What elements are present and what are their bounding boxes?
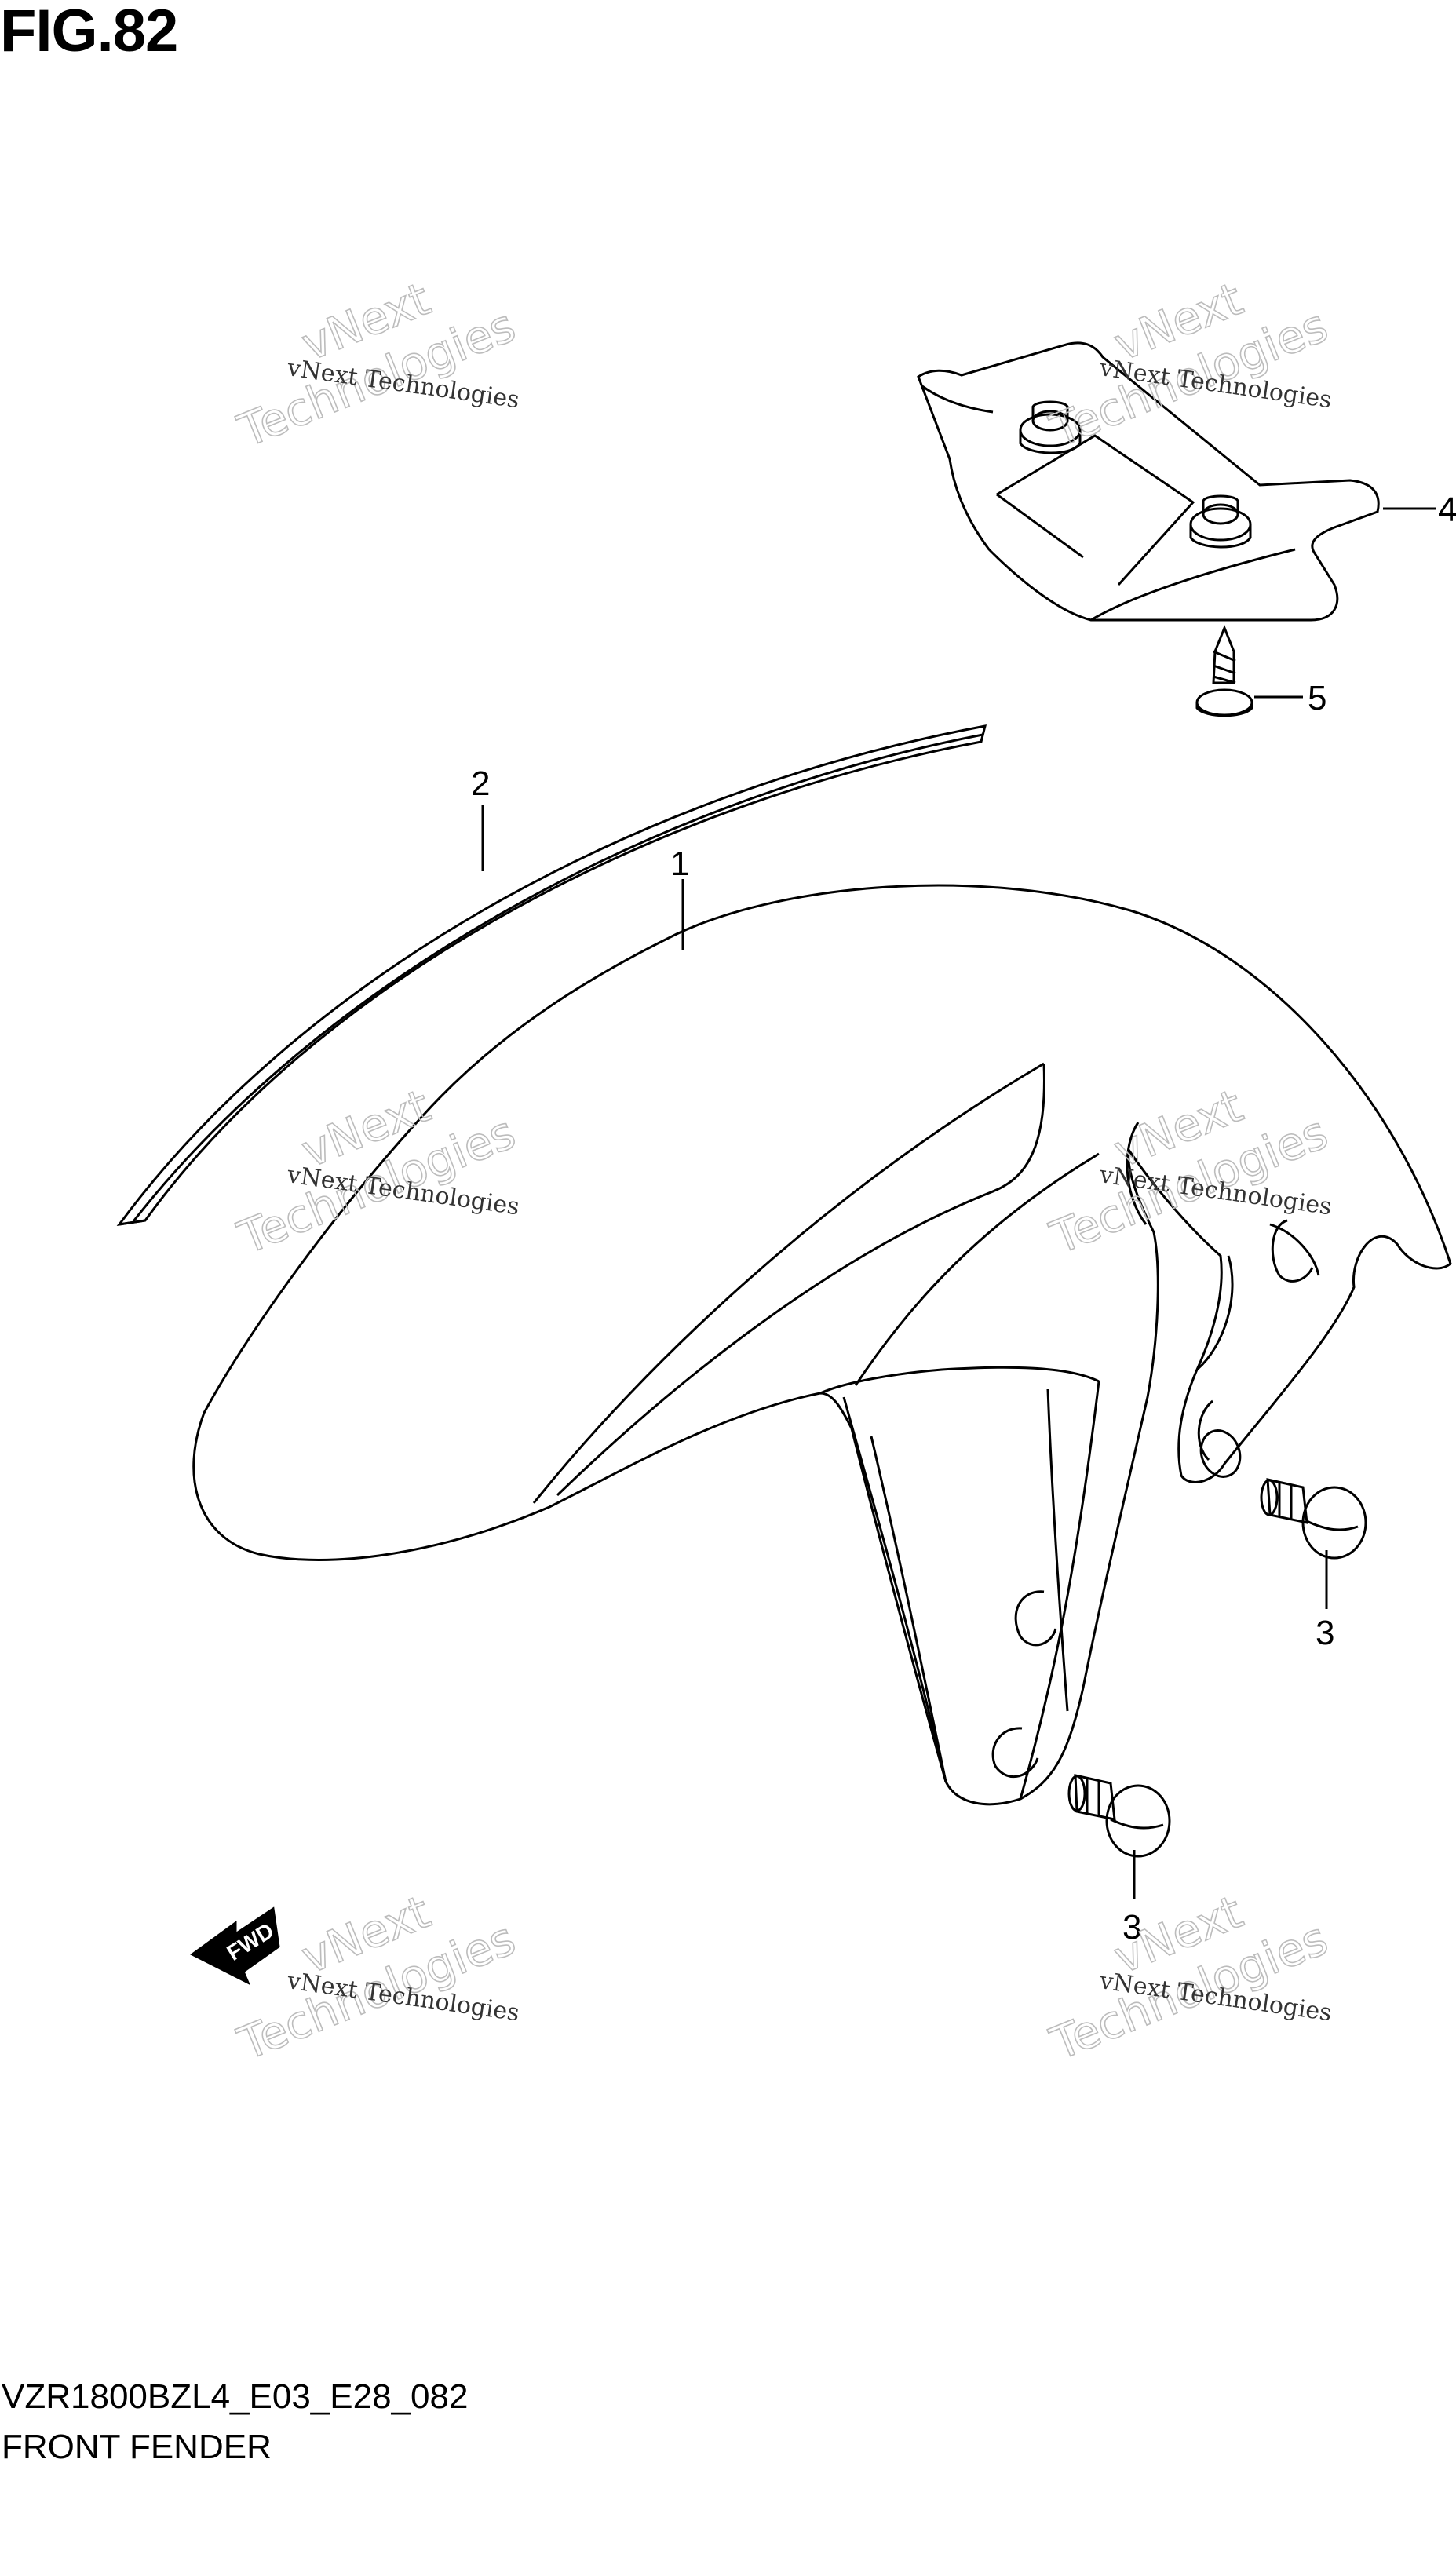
bracket-nut-upper: [1019, 400, 1082, 454]
bracket-nut-lower: [1189, 494, 1252, 549]
figure-title: FIG.82: [0, 0, 178, 64]
watermark-bottom-right: vNext Technologies vNext Technologies: [1042, 1885, 1335, 2072]
callout-part-2: 2: [471, 764, 490, 803]
figure-name: FRONT FENDER: [2, 2428, 272, 2466]
bolt-rear: [1260, 1478, 1367, 1560]
callout-part-4: 4: [1438, 491, 1456, 529]
watermark-top-right: vNext Technologies vNext Technologies: [1042, 272, 1335, 459]
watermark-middle-right: vNext Technologies vNext Technologies: [1042, 1078, 1335, 1266]
fwd-direction-arrow: FWD: [190, 1906, 280, 1986]
callout-part-5: 5: [1308, 679, 1326, 717]
fender-trim-strip: [116, 724, 987, 1227]
tapping-screw: [1195, 624, 1253, 717]
watermark-middle-left: vNext Technologies vNext Technologies: [230, 1078, 523, 1266]
figure-code: VZR1800BZL4_E03_E28_082: [2, 2377, 469, 2416]
callout-part-1: 1: [670, 845, 689, 883]
watermark-top-left: vNext Technologies vNext Technologies: [230, 272, 523, 459]
bolt-front: [1067, 1774, 1171, 1858]
callout-part-3-front: 3: [1122, 1908, 1141, 1947]
front-fender: [192, 884, 1452, 1806]
leader-lines: [481, 507, 1436, 1899]
fender-bracket: [917, 341, 1380, 622]
callout-part-3-rear: 3: [1316, 1614, 1334, 1652]
